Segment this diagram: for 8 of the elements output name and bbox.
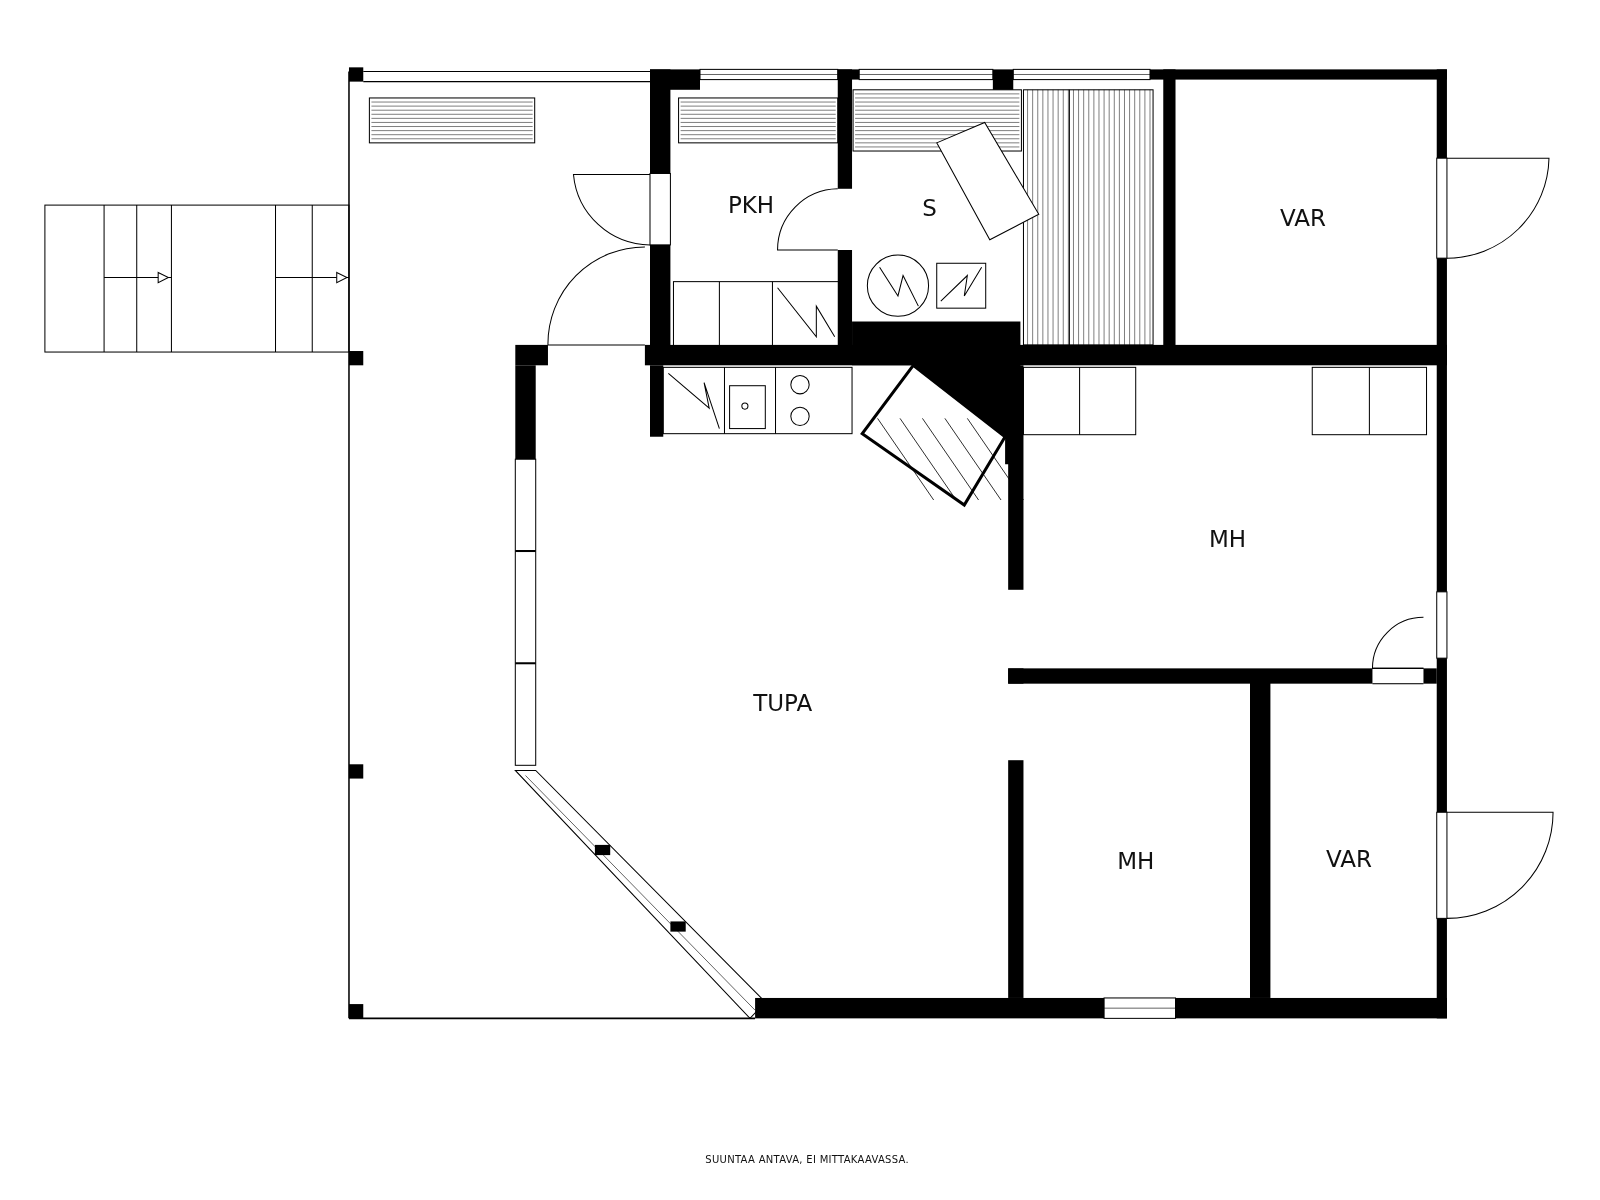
room-label: PKH	[727, 192, 775, 219]
caption: SUUNTAA ANTAVA, EI MITTAKAAVASSA.	[705, 1153, 909, 1165]
room-label: TUPA	[753, 690, 813, 717]
room-label: MH	[1209, 525, 1247, 552]
room-label: VAR	[1326, 846, 1372, 873]
room-label: S	[922, 195, 937, 222]
room-label: MH	[1117, 848, 1155, 875]
room-label: VAR	[1280, 205, 1327, 232]
